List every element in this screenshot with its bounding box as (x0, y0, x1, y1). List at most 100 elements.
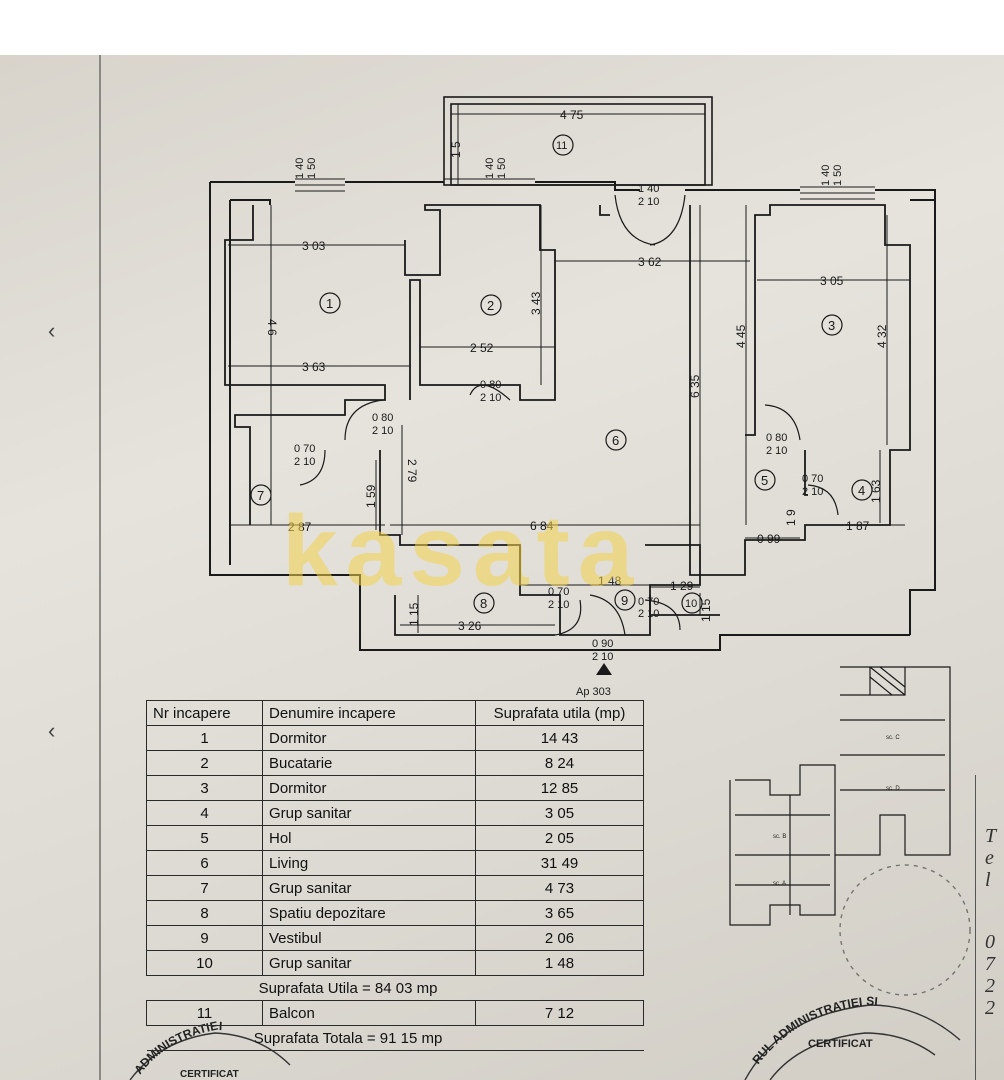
room-number: 3 (828, 318, 835, 333)
outer-walls (209, 181, 936, 651)
entry-arrow-icon (596, 663, 612, 675)
room-marker (821, 314, 843, 336)
dim-label: 1 59 (364, 484, 378, 508)
door-label: 0 80 (372, 412, 393, 424)
header-nr: Nr incapere (146, 700, 263, 726)
cell-nr: 8 (146, 900, 263, 926)
dim-label: 1 87 (846, 519, 870, 533)
cell-area: 7 12 (475, 1000, 644, 1026)
dim-label: 3 05 (820, 274, 844, 288)
door-label: 0 70 (294, 443, 315, 455)
dim-label: 3 43 (529, 291, 543, 315)
dim-label: 4 45 (734, 324, 748, 348)
door-label: 2 10 (372, 425, 393, 437)
cell-nr: 11 (146, 1000, 263, 1026)
dim-label: 4 32 (875, 324, 889, 348)
side-letter: 0 (985, 931, 995, 953)
cell-name: Hol (262, 825, 476, 851)
dim-label: 4 6 (265, 319, 279, 336)
cell-area: 14 43 (475, 725, 644, 751)
door-label: 0 90 (592, 638, 613, 650)
dim-label: 1 9 (784, 509, 798, 526)
subtotal-cell: Suprafata Utila = 84 03 mp (146, 975, 644, 1001)
door-label: 2 10 (294, 456, 315, 468)
total-cell: Suprafata Totala = 91 15 mp (146, 1025, 644, 1051)
side-letter: 7 (985, 953, 995, 975)
room-marker (473, 592, 495, 614)
window-label: 1 40 (484, 158, 496, 179)
header-area: Suprafata utila (mp) (475, 700, 644, 726)
cell-name: Dormitor (262, 775, 476, 801)
balcony-outline (443, 96, 713, 186)
dim-label: 2 87 (288, 520, 312, 534)
door-label: 0 70 (638, 596, 659, 608)
dim-label: 2 52 (470, 341, 494, 355)
apartment-label: Ap 303 (576, 686, 611, 698)
cell-area: 1 48 (475, 950, 644, 976)
cell-name: Grup sanitar (262, 950, 476, 976)
stamp-text: CERTIFICAT (808, 1038, 873, 1050)
margin-mark: ‹ (48, 718, 55, 743)
room-marker (851, 479, 873, 501)
room-number: 2 (487, 298, 494, 313)
door-label: 2 10 (638, 196, 659, 208)
stamp-text: CERTIFICAT (180, 1069, 239, 1080)
dim-label: 3 26 (458, 619, 482, 633)
dim-label: 1 15 (699, 598, 713, 622)
dim-label: 1 63 (869, 479, 883, 503)
door-label: 2 10 (638, 608, 659, 620)
door-label: 2 10 (592, 651, 613, 663)
stamp-right (744, 864, 971, 1080)
door-label: 2 10 (548, 599, 569, 611)
cell-name: Balcon (262, 1000, 476, 1026)
window-label: 1 50 (496, 158, 508, 179)
subtotal-row: Suprafata Utila = 84 03 mp (146, 975, 644, 1001)
side-letter: 2 (985, 975, 995, 997)
stamp-text: RUL ADMINISTRATIEI SI (749, 994, 878, 1067)
dim-label: 1 5 (449, 141, 463, 158)
dim-label: 0 99 (757, 532, 781, 546)
room-marker (319, 292, 341, 314)
door-label: 2 10 (802, 486, 823, 498)
interior-walls (224, 204, 911, 636)
door-label: 0 70 (548, 586, 569, 598)
site-label: sc. B (773, 834, 786, 840)
cell-area: 3 65 (475, 900, 644, 926)
side-divider (975, 775, 976, 1080)
room-number: 11 (556, 140, 567, 152)
cell-area: 2 05 (475, 825, 644, 851)
window-label: 1 50 (832, 165, 844, 186)
room-marker (614, 589, 636, 611)
cell-area: 2 06 (475, 925, 644, 951)
total-row: Suprafata Totala = 91 15 mp (146, 1025, 644, 1051)
room-number: 8 (480, 596, 487, 611)
cell-area: 31 49 (475, 850, 644, 876)
room-number: 9 (621, 593, 628, 608)
cell-nr: 4 (146, 800, 263, 826)
window-label: 1 40 (294, 158, 306, 179)
room-number: 6 (612, 433, 619, 448)
door-label: 2 10 (766, 445, 787, 457)
cell-area: 3 05 (475, 800, 644, 826)
cell-nr: 3 (146, 775, 263, 801)
room-number: 4 (858, 483, 865, 498)
cell-area: 12 85 (475, 775, 644, 801)
cell-name: Grup sanitar (262, 800, 476, 826)
dim-label: 4 75 (560, 108, 584, 122)
room-number: 10 (685, 598, 697, 610)
room-marker (754, 469, 776, 491)
cell-area: 4 73 (475, 875, 644, 901)
margin-mark: ‹ (48, 318, 55, 343)
room-marker (552, 134, 574, 156)
dim-label: 3 63 (302, 360, 326, 374)
side-letter: 2 (985, 997, 995, 1019)
dim-label: 3 03 (302, 239, 326, 253)
